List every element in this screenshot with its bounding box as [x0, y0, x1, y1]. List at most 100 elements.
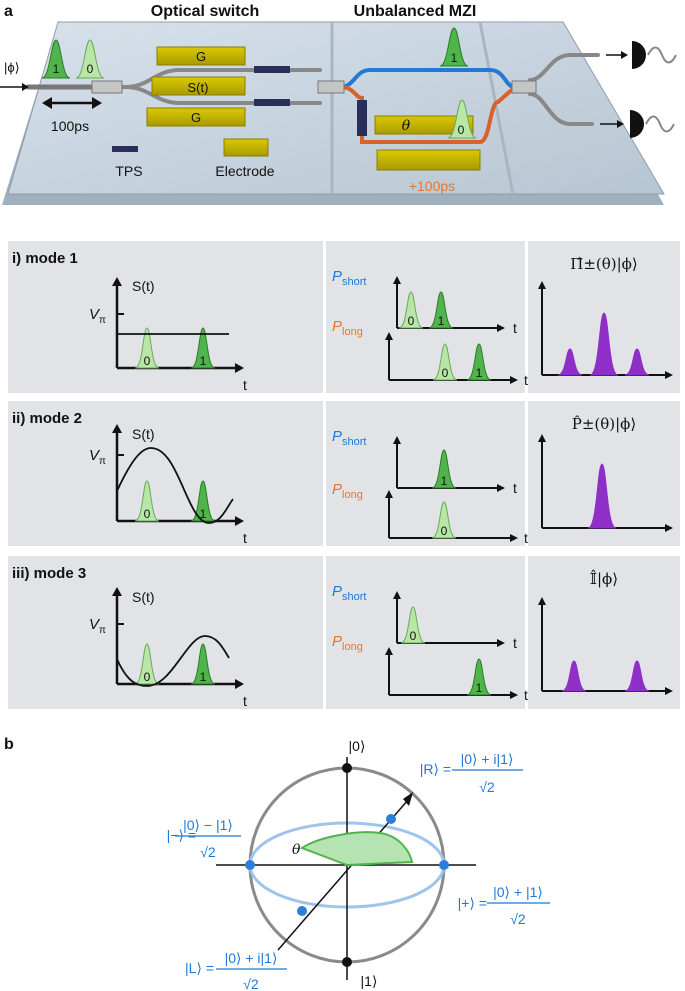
panel-b: b θ |0⟩ |1⟩ |R⟩ = |0⟩ + i|1⟩ √2 |−⟩ = |0…	[4, 736, 550, 991]
mode-2-long-y-arrow	[385, 490, 393, 498]
mode-3-signal-pulse-0-label: 0	[144, 670, 151, 684]
electrode-delay	[376, 149, 481, 171]
electrode-theta	[374, 115, 474, 135]
mode-1-short-x-arrow	[497, 324, 505, 332]
mode-1-short-pulse-1	[428, 291, 454, 329]
mode-2-long-x-arrow	[510, 534, 518, 542]
detector-2	[630, 110, 644, 138]
electrode-g-bottom	[146, 107, 246, 127]
point-plus	[439, 860, 449, 870]
mode-2-signal-x-arrow	[235, 516, 244, 526]
mode-3-out-x-arrow	[665, 687, 673, 695]
ket1-label: |1⟩	[361, 973, 378, 989]
R-den: √2	[479, 779, 495, 795]
mode-1-long-pulse-1-label: 1	[476, 366, 483, 380]
mode-1-long-pulse-0-label: 0	[442, 366, 449, 380]
mode-1-short-y-arrow	[393, 276, 401, 284]
pulse-1-input	[41, 39, 71, 79]
mode-2-panel-2	[326, 401, 525, 546]
mode-1-long-pulse-0	[432, 343, 458, 381]
mode-3-long-x-arrow	[510, 691, 518, 699]
point-R	[386, 814, 396, 824]
mode-1-operator-label: Π̂±(θ)|ϕ⟩	[570, 255, 638, 273]
panel-a: a Optical switch Unbalanced MZI	[0, 3, 677, 205]
mode-2-short-x-arrow	[497, 484, 505, 492]
point-1	[342, 957, 352, 967]
detector-1	[632, 41, 646, 69]
mode-2-short-pulse-1-label: 1	[441, 474, 448, 488]
coupler-1	[91, 80, 123, 94]
panel-b-letter: b	[4, 736, 14, 753]
tps-legend-icon	[112, 146, 138, 152]
electrode-s	[151, 76, 246, 96]
mode-1-signal-label: S(t)	[132, 278, 155, 294]
mode-2-signal-pulse-0	[134, 480, 160, 522]
optical-switch-title: Optical switch	[151, 3, 259, 20]
mode-3-short-x-arrow	[497, 639, 505, 647]
mode-2-signal-y-arrow	[112, 424, 122, 433]
mode-1-short-pulse-0-label: 0	[408, 314, 415, 328]
mode-3-panel-2	[326, 556, 525, 709]
electrode-label: Electrode	[215, 163, 274, 179]
input-arrow-head	[22, 83, 29, 91]
mode-3-signal-y-arrow	[112, 587, 122, 596]
L-num: |0⟩ + i|1⟩	[225, 950, 278, 966]
electrode-g-bottom-label: G	[191, 110, 201, 125]
mode-3-short-pulse-0	[400, 606, 426, 644]
delay-label: 100ps	[51, 118, 89, 134]
minus-num: |0⟩ − |1⟩	[183, 817, 233, 833]
pulse-0-input-label: 0	[87, 62, 94, 76]
ket0-label: |0⟩	[349, 738, 366, 754]
mode-2-signal-curve	[116, 447, 234, 524]
mode-1-short-pulse-1-label: 1	[438, 314, 445, 328]
mode-2-out-peak-1	[587, 463, 617, 529]
electrode-theta-label: θ	[402, 118, 411, 134]
mode-3-long-t-label: t	[524, 687, 528, 703]
L-den: √2	[243, 976, 259, 991]
plus-lhs: |+⟩ =	[458, 895, 487, 911]
mode-2-out-y-arrow	[538, 434, 546, 442]
mode-2-short-t-label: t	[513, 480, 517, 496]
theta-wedge	[299, 831, 414, 867]
pulse-1-mzi	[439, 27, 469, 67]
electrode-g-top-label: G	[196, 49, 206, 64]
electrode-s-label: S(t)	[188, 80, 209, 95]
pulse-1-mzi-label: 1	[451, 51, 458, 65]
mode-3-short-t-label: t	[513, 635, 517, 651]
mode-1-out-peak-2	[589, 312, 619, 376]
mode-2-signal-pulse-0-label: 0	[144, 507, 151, 521]
mode-3-title: iii) mode 3	[12, 565, 86, 582]
mode-1-title: i) mode 1	[12, 250, 78, 267]
mode-3-signal-pulse-1	[190, 643, 216, 685]
mode-2-signal-pulse-1-label: 1	[200, 507, 207, 521]
pulse-1-input-label: 1	[53, 62, 60, 76]
y-axis	[277, 799, 409, 951]
detector-2-cable	[645, 115, 675, 133]
chip-divider-2	[478, 21, 515, 195]
mode-3-signal-x-arrow	[235, 679, 244, 689]
mode-1-long-x-arrow	[510, 376, 518, 384]
pulse-0-mzi-label: 0	[458, 123, 465, 137]
plus-den: √2	[510, 911, 526, 927]
mode-3-signal-label: S(t)	[132, 589, 155, 605]
mode-1-long-t-label: t	[524, 372, 528, 388]
mode-1-panel-2	[326, 241, 525, 393]
mzi-title: Unbalanced MZI	[354, 3, 477, 20]
coupler-2	[317, 80, 345, 94]
mode-3-operator-label: 𝕀̂|ϕ⟩	[590, 569, 618, 588]
theta-label: θ	[292, 842, 301, 858]
panel-a-letter: a	[4, 3, 13, 20]
mode-2-title: ii) mode 2	[12, 410, 82, 427]
mode-2-short-y-arrow	[393, 436, 401, 444]
mode-2-long-pulse-0-label: 0	[441, 524, 448, 538]
tps-heater-2	[254, 99, 290, 106]
mode-2-signal-pulse-1	[190, 480, 216, 522]
mode-1-out-peak-3	[624, 348, 650, 376]
tps-heater-3	[357, 100, 367, 136]
extra-delay-label: +100ps	[409, 178, 455, 194]
pulse-0-input	[75, 39, 105, 79]
delay-arrow-left	[42, 97, 52, 109]
point-0	[342, 763, 352, 773]
electrode-legend-icon	[223, 138, 269, 157]
minus-den: √2	[200, 844, 216, 860]
